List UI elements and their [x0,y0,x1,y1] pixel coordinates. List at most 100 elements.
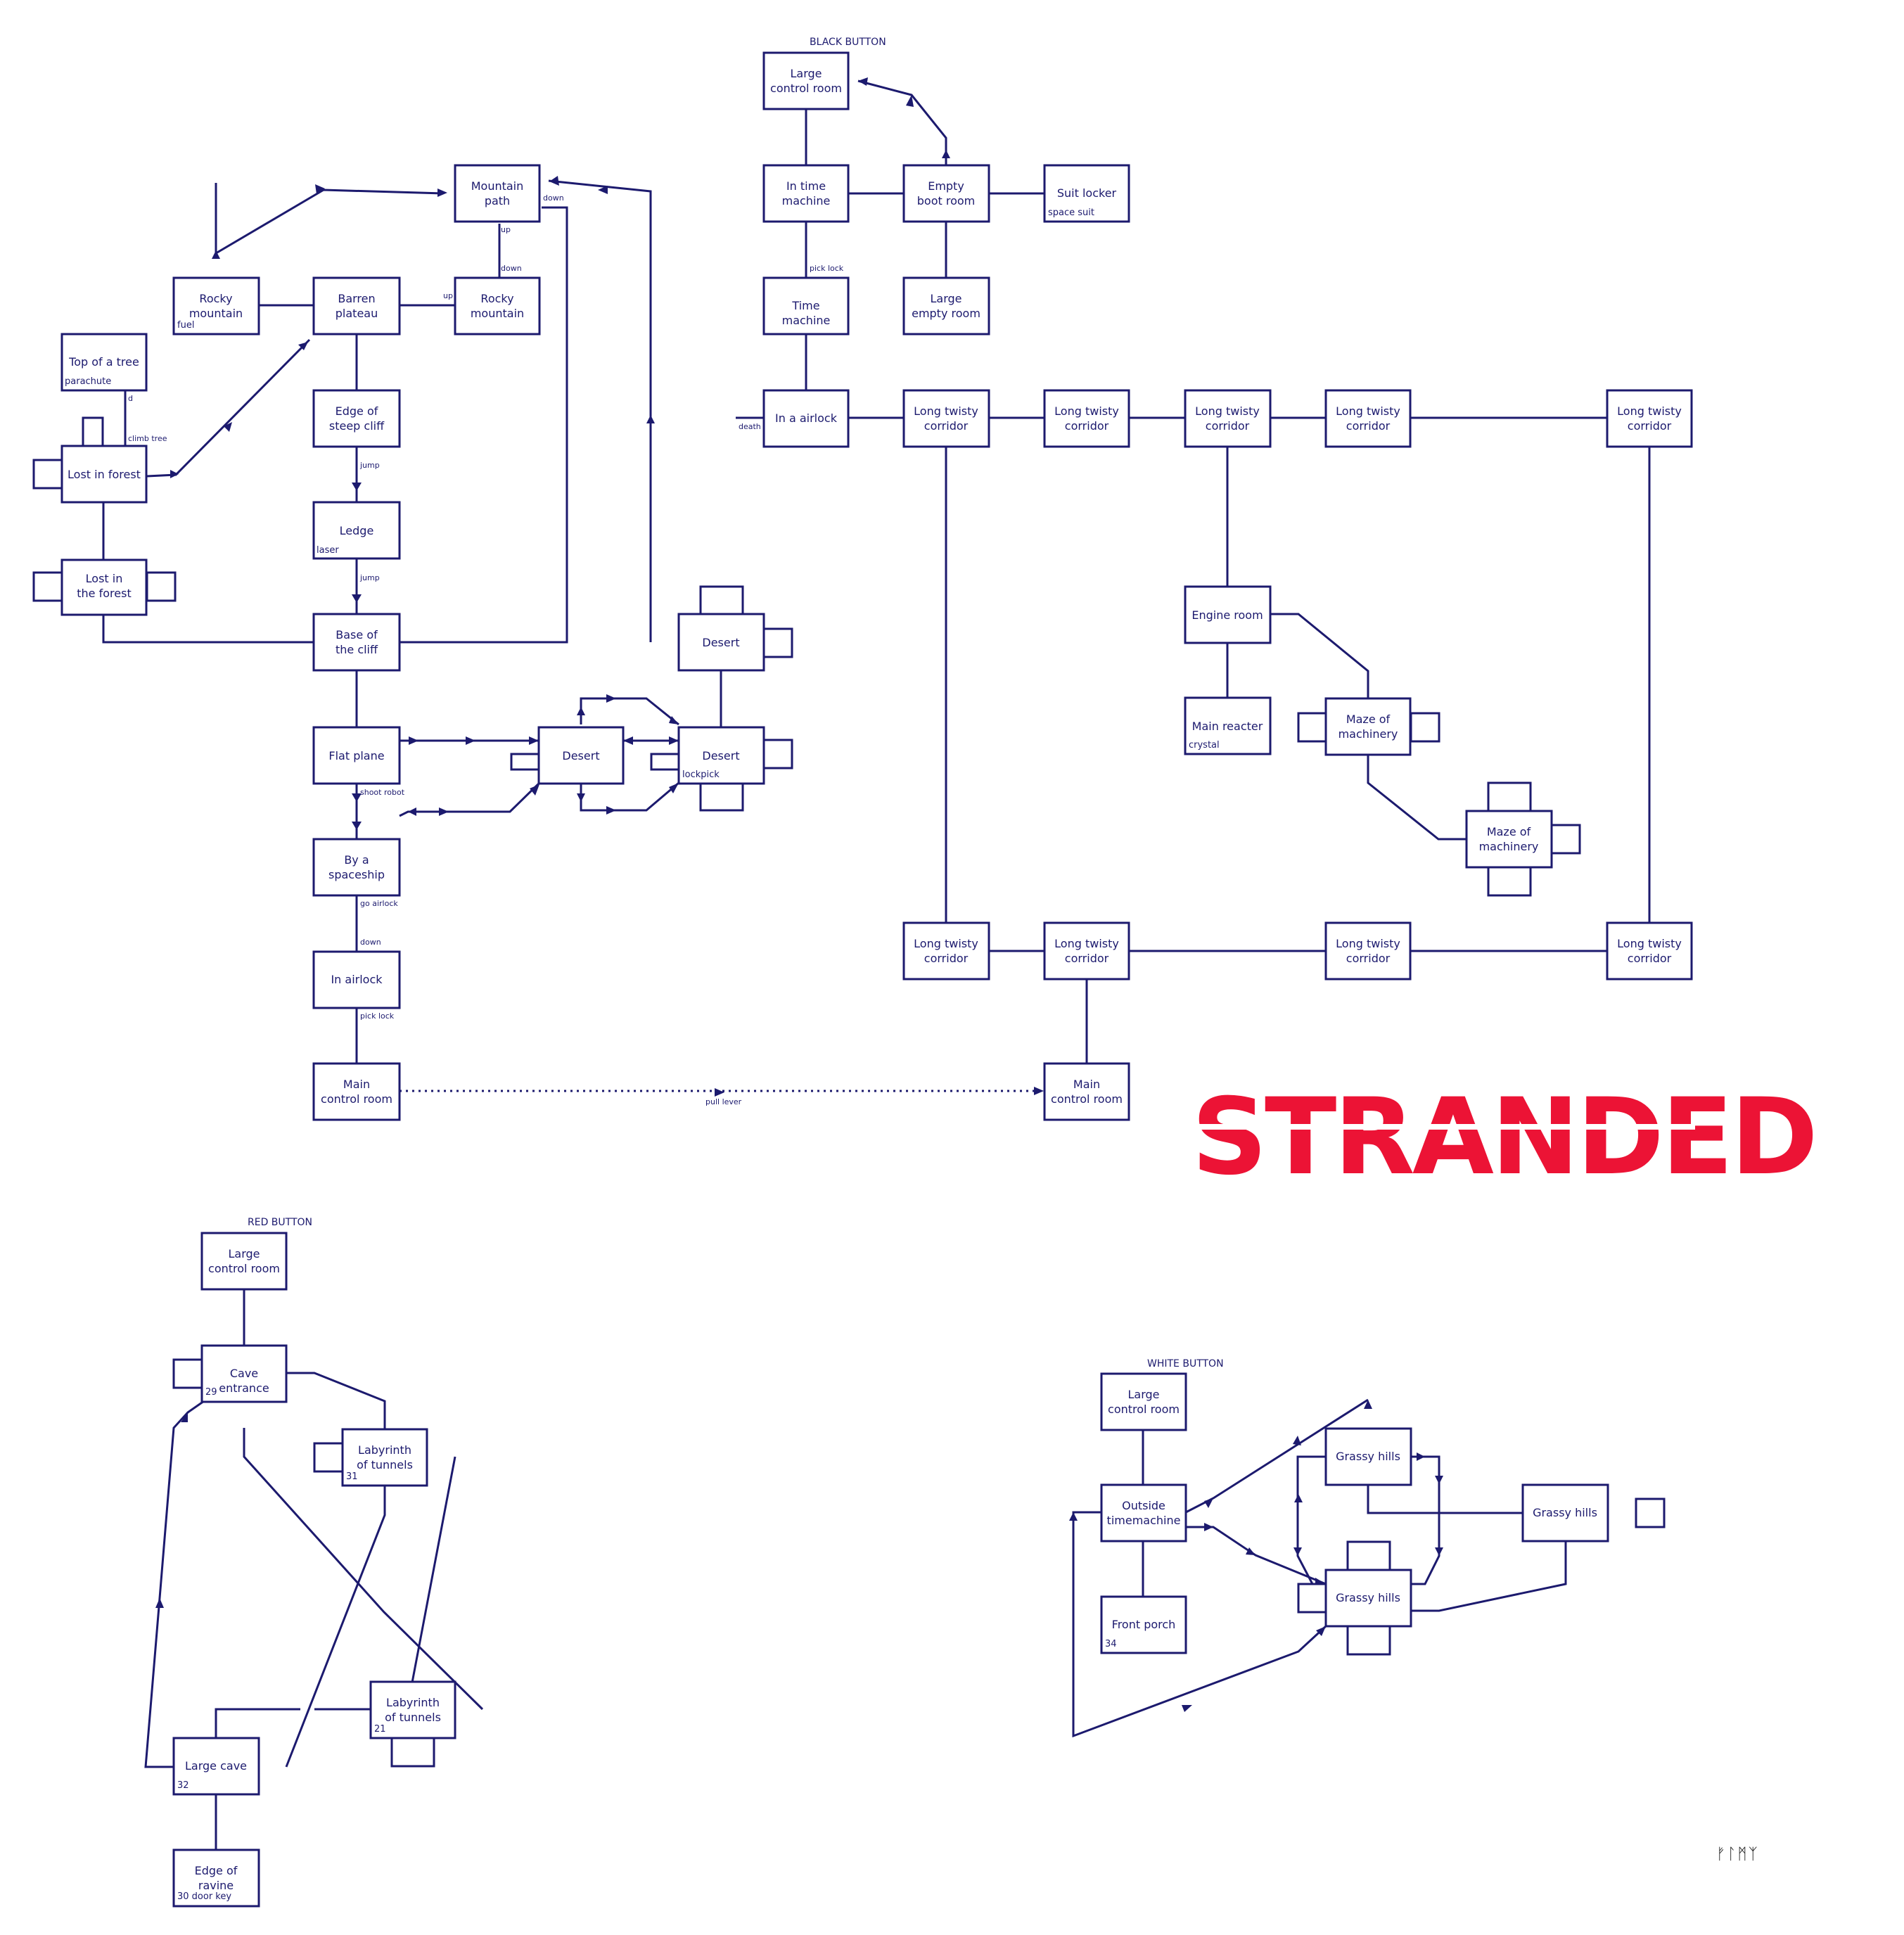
room-label: Main reacter [1192,720,1263,733]
item-label: space suit [1048,207,1094,218]
room-grassy-hills-north: Grassy hills [1324,1427,1412,1486]
room-flat-plane: Flat plane [312,726,401,785]
item-label: 29 [205,1387,217,1398]
room-label: In a airlock [775,411,838,425]
exit-label: death [739,422,761,431]
exit-label: jump [359,461,380,470]
room-label: Suit locker [1057,186,1117,200]
item-label: fuel [177,320,194,331]
room-label: In airlock [331,973,383,986]
room-label: Top of a tree [68,355,139,369]
exit-label: up [501,225,511,234]
room-label: Desert [702,636,739,649]
item-label: parachute [65,376,111,387]
room-grassy-hills-east: Grassy hills [1521,1483,1609,1543]
room-label: Front porch [1112,1618,1176,1631]
room-front-porch: Front porch 34 [1100,1595,1187,1654]
exit-label: pull lever [705,1097,742,1106]
exit-label: climb tree [128,434,167,443]
map-connectors [102,79,1651,1850]
room-suit-locker: Suit locker space suit [1043,164,1130,223]
exit-nubs [32,416,1666,1768]
item-label: lockpick [682,769,720,780]
exit-label: up [443,291,453,300]
item-label: 30 door key [177,1891,231,1902]
section-heading-white: WHITE BUTTON [1147,1358,1224,1369]
exit-label: jump [359,573,380,582]
item-label: crystal [1189,740,1220,751]
exit-label: go airlock [360,899,398,908]
item-label: 34 [1105,1639,1117,1649]
room-label: Lost in forest [68,468,141,481]
room-lost-in-forest: Lost in forest [60,445,148,504]
map-arrowheads [155,77,1443,1771]
room-desert-west: Desert [537,726,625,785]
exit-label: pick lock [360,1011,395,1021]
item-label: 31 [346,1471,358,1482]
exit-label: shoot robot [360,788,405,797]
section-heading-red: RED BUTTON [248,1217,312,1228]
exit-label: down [501,264,522,273]
title-logo: STRANDED [1189,1076,1818,1199]
room-label: Desert [562,749,599,762]
room-engine-room: Engine room [1184,585,1272,644]
exit-labels: down up down up d climb tree jump jump s… [128,193,844,1106]
room-label: Grassy hills [1336,1450,1400,1463]
room-large-cave: Large cave 32 [172,1737,260,1796]
exit-label: down [360,938,381,947]
room-grassy-hills-south: Grassy hills [1324,1569,1412,1628]
room-label: Engine room [1191,608,1263,622]
room-label: Desert [702,749,739,762]
signature: ᚠᛚᛗᛉ [1716,1846,1759,1863]
room-top-of-tree: Top of a tree parachute [60,333,148,392]
